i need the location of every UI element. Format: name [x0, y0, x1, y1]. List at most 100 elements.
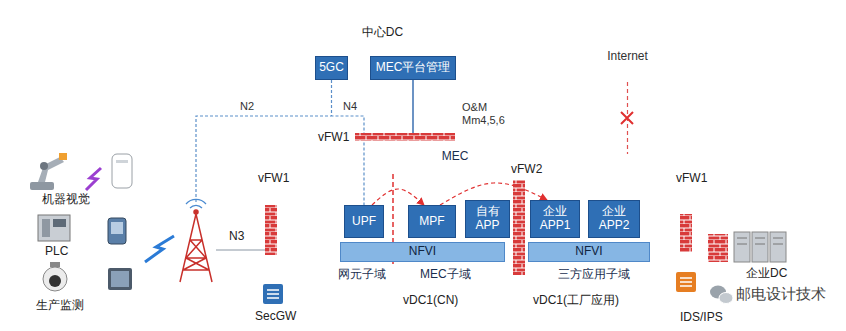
label-anchor: vFW1	[258, 172, 289, 186]
cloud-title: 中心DC	[300, 26, 465, 40]
connector-group	[332, 80, 628, 205]
n3-wire	[216, 250, 265, 251]
radio-tower	[194, 210, 198, 214]
text-label: N2	[240, 100, 254, 113]
cloud-title: Internet	[565, 50, 690, 64]
wechat-icon	[719, 293, 733, 304]
function-box: 企业APP2	[588, 200, 640, 238]
text-label: 生产监测	[36, 299, 84, 313]
mec-cloud: MECUPFMPF自有APP企业APP1企业APP2NFVINFVI	[280, 130, 692, 290]
ids-ips-icon	[676, 272, 696, 292]
label-anchor: 三方应用子域	[558, 268, 630, 282]
label-anchor: N4	[343, 100, 357, 113]
enterprise-dc-icon	[770, 232, 786, 262]
robot-arm-icon	[30, 153, 67, 190]
datacenter-cloud: 中心DC 5GC MEC平台管理	[300, 4, 465, 86]
text-label: 三方应用子域	[558, 268, 630, 282]
text-label: vFW1	[676, 172, 707, 186]
function-box: 企业APP1	[530, 200, 580, 238]
firewall-wall	[265, 205, 277, 255]
ids-ips-icon	[676, 272, 696, 292]
radio-tower	[180, 199, 212, 282]
n2-wire	[196, 116, 331, 202]
function-box: 自有APP	[465, 200, 510, 238]
box-label: NFVI	[409, 245, 436, 259]
cloud-outline	[302, 10, 461, 84]
radio-tower	[186, 199, 206, 208]
function-box: 5GC	[315, 56, 348, 80]
label-anchor: 网元子域	[338, 268, 386, 282]
infra-bar: NFVI	[528, 242, 650, 262]
robot-arm-icon	[40, 162, 48, 170]
infra-bar: NFVI	[340, 242, 505, 262]
plc-icon	[38, 215, 70, 241]
label-anchor: O&M Mm4,5,6	[462, 101, 516, 126]
text-label: vFW2	[511, 163, 542, 177]
plc-icon	[108, 218, 126, 244]
camera-icon	[43, 262, 132, 291]
text-label: 企业DC	[746, 267, 787, 281]
box-label: 5GC	[319, 61, 344, 75]
terminal-device-icon	[112, 154, 132, 188]
secgw-icon	[263, 284, 283, 304]
firewall-wall	[513, 180, 525, 275]
internet-cloud: Internet	[565, 10, 690, 85]
enterprise-dc-icon	[708, 234, 728, 262]
label-anchor: N3	[229, 230, 244, 244]
text-label: MEC子域	[420, 268, 471, 282]
label-anchor: N2	[240, 100, 254, 113]
camera-icon	[108, 268, 132, 290]
label-anchor: vDC1(CN)	[403, 294, 458, 308]
cloud-outline	[283, 134, 691, 288]
function-box: MEC平台管理	[370, 56, 456, 80]
connector	[372, 189, 424, 205]
label-anchor: 企业DC	[746, 267, 787, 281]
text-label: vDC1(工厂应用)	[533, 294, 619, 308]
function-box: UPF	[344, 205, 384, 238]
camera-icon	[43, 267, 67, 291]
wireless-bolt	[86, 168, 101, 190]
box-label: MEC平台管理	[376, 61, 451, 75]
terminal-device-icon	[116, 160, 128, 163]
plc-icon	[111, 222, 123, 234]
label-anchor: 生产监测	[36, 299, 84, 313]
text-label: 机器视觉	[42, 193, 90, 207]
blocked-cross	[621, 112, 633, 124]
firewall-wall	[355, 133, 455, 141]
terminal-device-icon	[112, 154, 132, 188]
box-label: 企业APP2	[592, 205, 636, 233]
n2-wire	[196, 116, 331, 202]
label-anchor: MEC子域	[420, 268, 471, 282]
box-label: UPF	[352, 215, 376, 229]
label-anchor: vFW2	[511, 163, 542, 177]
label-anchor: vFW1	[318, 131, 349, 145]
box-label: MPF	[419, 215, 444, 229]
text-label: 邮电设计技术	[736, 285, 826, 302]
camera-icon	[50, 262, 60, 267]
box-label: 自有APP	[469, 205, 506, 233]
wireless-bolt	[145, 236, 174, 262]
plc-icon	[38, 215, 126, 244]
wechat-icon	[710, 286, 733, 304]
label-anchor: IDS/IPS	[680, 311, 723, 325]
function-box: MPF	[408, 205, 456, 238]
text-label: vFW1	[258, 172, 289, 186]
text-label: O&M Mm4,5,6	[462, 101, 516, 126]
label-anchor: vFW1	[676, 172, 707, 186]
text-label: N4	[343, 100, 357, 113]
label-anchor: vDC1(工厂应用)	[533, 294, 619, 308]
text-label: SecGW	[255, 310, 296, 324]
secgw-icon	[263, 284, 283, 304]
enterprise-dc-icon	[734, 232, 750, 262]
text-label: N3	[229, 230, 244, 244]
firewall-wall	[265, 133, 692, 275]
plc-icon	[42, 219, 50, 237]
text-label: PLC	[45, 245, 68, 259]
enterprise-dc-icon	[708, 232, 786, 262]
enterprise-dc-icon	[752, 232, 768, 262]
connector	[412, 80, 414, 133]
firewall-wall	[680, 214, 692, 252]
robot-arm-icon	[30, 182, 54, 190]
label-anchor: 邮电设计技术	[736, 285, 826, 302]
